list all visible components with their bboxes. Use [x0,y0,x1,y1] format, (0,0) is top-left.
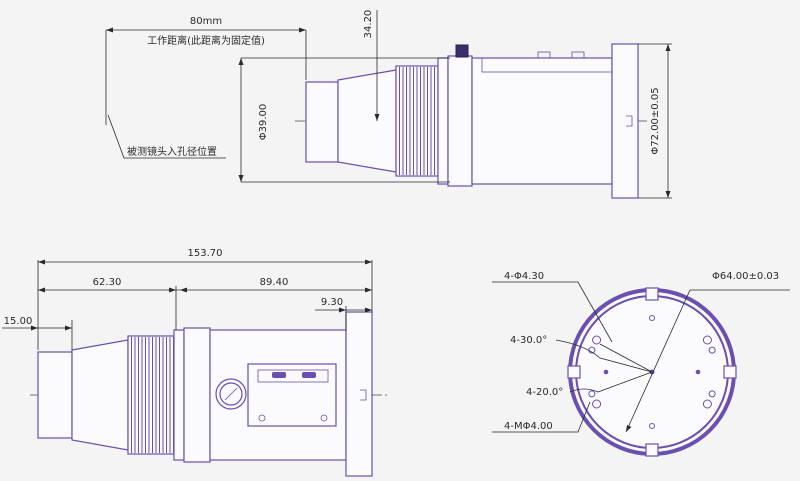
threaded-hole [708,390,716,398]
dim-phi64: Φ64.00±0.03 [712,271,779,282]
side-taper [71,339,129,451]
end-notch-bottom [645,443,659,457]
dim-phi39: Φ39.00 [258,104,269,141]
side-collar-2 [183,327,211,463]
top-body-tab-2 [571,51,585,59]
end-angle-20-arc [569,388,599,393]
side-flange [345,311,373,477]
side-screw-1 [258,414,266,422]
dim-34-20: 34.20 [363,10,374,39]
side-knob-slot [224,387,238,401]
top-collar-2 [447,55,473,187]
side-connector-block [247,363,337,427]
arrow [374,114,380,121]
dim-80mm: 80mm [190,16,222,27]
arrow [365,307,372,313]
top-knurl-lines [399,67,435,175]
center-mark-hole [695,369,701,375]
pin-hole [649,315,655,321]
end-notch-right [723,365,737,379]
dim-phi72: Φ72.00±0.05 [650,87,661,154]
end-angle-20-ray [597,371,653,393]
dim-9-30: 9.30 [321,297,343,308]
top-taper [337,69,397,173]
end-holes [588,315,716,429]
top-body-tab-1 [537,51,551,59]
arrow [106,27,113,33]
top-flange-notch [626,115,633,127]
top-front-tube [305,81,339,163]
end-angle-30-arc [555,339,653,373]
end-leader-phi4-30 [492,281,613,343]
end-notch-top [645,287,659,301]
side-screw-2 [320,414,328,422]
end-view: Φ64.00±0.03 4-Φ4.30 4-30.0° 4-20.0° 4-MΦ… [492,271,790,457]
arrow [38,287,45,293]
dim-4-20deg: 4-20.0° [526,387,563,398]
end-notch-left [567,365,581,379]
top-pupil-leader [107,114,226,159]
top-main-body [471,57,613,185]
arrow [169,287,176,293]
through-hole [592,335,602,345]
through-hole [702,335,712,345]
arrow [665,191,671,198]
arrow [65,325,72,331]
dim-153-70: 153.70 [188,248,223,259]
end-leader-mphi4 [492,401,591,433]
arrow [365,287,372,293]
dim-15-00: 15.00 [4,316,33,327]
end-phi64-line [625,289,691,433]
top-set-screw [455,44,469,58]
arrow [365,259,372,265]
side-front-tube [37,351,73,439]
dim-4-mphi4: 4-MΦ4.00 [504,421,553,432]
side-view: 153.70 62.30 89.40 9.30 15.00 [2,248,390,477]
top-flange [611,43,639,199]
side-connector-window [257,369,329,383]
through-hole [702,399,712,409]
dim-62-30: 62.30 [93,277,122,288]
top-collar-1 [437,57,449,185]
dim-89-40: 89.40 [260,277,289,288]
arrow [31,325,38,331]
arrow [299,27,306,33]
center-mark-hole [603,369,609,375]
side-flange-notch [360,389,367,401]
arrow [238,175,244,182]
arrow [665,44,671,51]
note-working-distance: 工作距离(此距离为固定值) [147,34,265,47]
threaded-hole [588,390,596,398]
side-collar-1 [173,329,185,461]
arrow [180,287,187,293]
arrow [38,259,45,265]
arrow [339,307,346,313]
pin-hole [649,423,655,429]
arrow [626,425,632,432]
top-view: 80mm 工作距离(此距离为固定值) 34.20 Φ39.00 Φ72.00±0… [105,10,672,199]
arrow [238,58,244,65]
end-angle-30-ray [599,343,653,373]
through-hole [592,399,602,409]
side-led-2 [302,372,316,378]
dim-4-30deg: 4-30.0° [510,335,547,346]
note-entrance-pupil: 被测镜头入孔径位置 [127,145,217,158]
dim-4-phi4-30: 4-Φ4.30 [504,271,544,282]
threaded-hole [708,346,716,354]
side-led-1 [272,372,286,378]
